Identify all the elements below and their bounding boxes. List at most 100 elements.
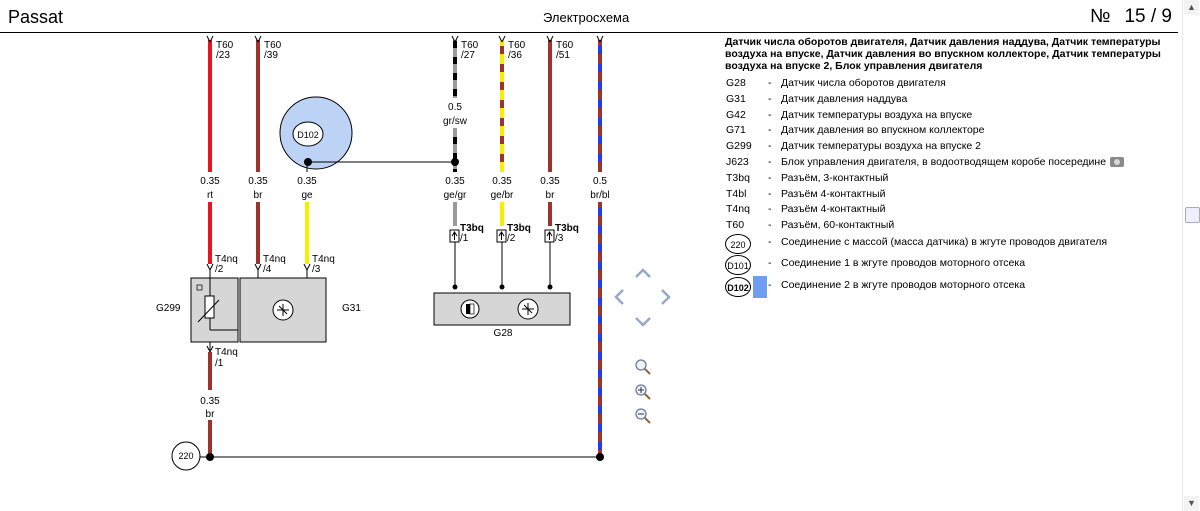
t3bq-pin-1-conn: T3bq [460,223,484,234]
wire-t60-51-pin: /51 [556,50,570,61]
legend-code: G42 [726,108,746,121]
zoom-fit-button[interactable] [635,359,651,375]
t3bq-pin-2-num: /2 [507,233,516,244]
wire-t60-39-color: br [254,190,264,201]
legend-dash: - [768,187,772,200]
wire-t4nq-1-color: br [206,409,216,420]
legend-item: G71-Датчик давления во впускном коллекто… [725,123,1165,139]
page-number-value: 15 / 9 [1124,6,1172,27]
legend-title: Датчик числа оборотов двигателя, Датчик … [725,36,1161,72]
wire-t60-27-pin: /27 [461,50,475,61]
legend-desc[interactable]: Разъём 4-контактный [781,203,886,216]
legend-code: J623 [726,155,749,168]
pan-down-button[interactable] [635,317,651,327]
legend-desc[interactable]: Блок управления двигателя, в водоотводящ… [781,155,1125,171]
legend-panel: Датчик числа оборотов двигателя, Датчик … [725,36,1165,298]
legend-dash: - [768,140,772,153]
legend-item: G28-Датчик числа оборотов двигателя [725,76,1165,92]
wire-t60-23-size: 0.35 [200,176,220,187]
zoom-in-button[interactable] [635,384,651,400]
wire-t60-51-conn: T60 [556,40,574,51]
legend-item: G31 -Датчик давления наддува [725,92,1165,108]
vertical-scrollbar[interactable]: ▲ ▼ [1182,0,1200,511]
connector-t3bq: T3bq /1 T3bq /2 T3bq /3 [449,223,579,290]
legend-code: T4nq [726,203,750,216]
splice-d102-label: D102 [297,130,319,140]
legend-dash: - [768,92,772,105]
component-g28: G28 [433,292,571,339]
wire-t60-51-color: br [546,190,556,201]
t3bq-pin-3-num: /3 [555,233,564,244]
camera-icon[interactable] [1110,157,1125,168]
legend-desc[interactable]: Соединение с массой (масса датчика) в жг… [781,235,1108,248]
legend-desc[interactable]: Разъём, 3-контактный [781,171,889,184]
wire-t60-36-color: ge/br [491,190,514,201]
wire-t60-39: T60 /39 0.35 br [248,35,282,264]
scroll-up-icon[interactable]: ▲ [1184,0,1199,15]
legend-desc[interactable]: Датчик давления во впускном коллекторе [781,124,985,137]
legend-dash: - [768,108,772,121]
t3bq-pin-3-conn: T3bq [555,223,579,234]
wire-t60-51-size: 0.35 [540,176,560,187]
legend-desc[interactable]: Датчик числа оборотов двигателя [781,77,946,89]
pan-left-button[interactable] [614,289,624,305]
wire-t4nq-1-size: 0.35 [200,396,220,407]
legend-desc[interactable]: Датчик температуры воздуха на впуске 2 [781,140,982,153]
wire-br-bl-size: 0.5 [593,176,607,187]
pan-right-button[interactable] [661,289,671,305]
legend-dash: - [768,124,772,137]
legend-desc[interactable]: Разъём, 60-контактный [781,219,895,232]
ground-symbol: 220 [725,233,751,254]
legend-dash: - [768,278,772,291]
t4nq-pin-2-num: /2 [215,264,224,275]
legend-desc[interactable]: Разъём 4-контактный [781,187,886,200]
wire-t60-23-pin: /23 [216,50,230,61]
wire-ge: 0.35 ge [297,166,317,264]
legend-desc[interactable]: Соединение 2 в жгуте проводов моторного … [781,278,1026,291]
wire-t4nq-1-pin: /1 [215,358,224,369]
wire-t60-36-conn: T60 [508,40,526,51]
ground-220-label: 220 [178,451,193,461]
legend-item: G299-Датчик температуры воздуха на впуск… [725,139,1165,155]
t4nq-pin-4-num: /4 [263,264,272,275]
splice-d102: D102 [279,96,455,170]
wire-t60-51: T60 /51 0.35 br [540,35,574,285]
wire-br-bl: 0.5 br/bl [590,35,610,461]
wire-t60-36-size: 0.35 [492,176,512,187]
car-model: Passat [8,7,64,27]
ground-220: 220 [171,441,210,471]
t4nq-pin-3-num: /3 [312,264,321,275]
legend-desc[interactable]: Датчик температуры воздуха на впуске [781,108,973,121]
g31-label: G31 [342,303,361,314]
wire-t60-27-color: gr/sw [443,116,468,127]
scroll-thumb[interactable] [1185,207,1200,223]
legend-dash: - [768,203,772,216]
zoom-out-button[interactable] [635,408,651,424]
pan-up-button[interactable] [635,268,651,278]
wire-t60-27-color2: ge/gr [444,190,467,201]
wire-t60-27-size: 0.5 [448,102,462,113]
wire-t60-36: T60 /36 0.35 ge/br [491,35,526,285]
scroll-down-icon[interactable]: ▼ [1184,496,1199,511]
legend-code: G31 [726,92,746,105]
legend-symbol-item: D101-Соединение 1 в жгуте проводов мотор… [725,255,1165,277]
wire-ge-color: ge [301,190,313,201]
wire-t60-23-conn: T60 [216,40,234,51]
legend-dash: - [768,257,772,270]
legend-code: T4bl [726,187,747,200]
legend-dash: - [768,155,772,168]
wire-br-bl-color: br/bl [590,190,609,201]
legend-item: T4bl -Разъём 4-контактный [725,187,1165,203]
t4nq-pin-4-conn: T4nq [263,254,286,265]
t3bq-pin-1-num: /1 [460,233,469,244]
legend-desc[interactable]: Датчик давления наддува [781,92,908,105]
legend-desc[interactable]: Соединение 1 в жгуте проводов моторного … [781,257,1026,270]
t4nq-pin-3-conn: T4nq [312,254,335,265]
legend-dash: - [768,171,772,184]
splice-symbol: D102 [725,276,751,297]
legend-symbol-item: 220-Соединение с массой (масса датчика) … [725,233,1165,256]
legend-item: T4nq -Разъём 4-контактный [725,202,1165,218]
